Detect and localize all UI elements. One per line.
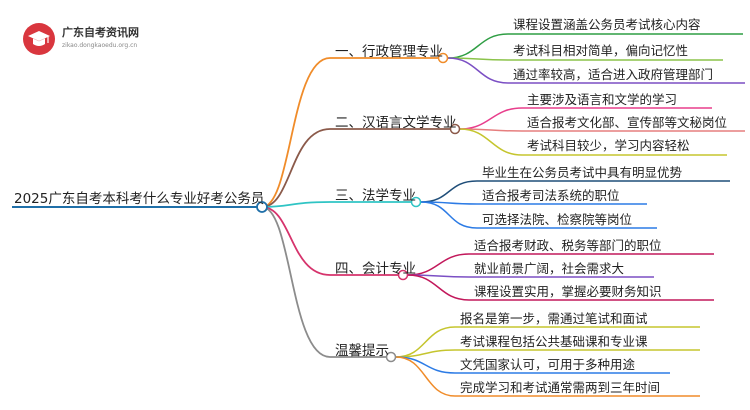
leaf-connector [395,326,456,358]
leaf-label: 适合报考文化部、宣传部等文秘岗位 [527,115,728,130]
leaf-connector [407,274,470,301]
branch-label: 三、法学专业 [335,188,416,204]
leaf-connector [459,128,523,156]
branch-connector [261,201,331,208]
leaf-label: 毕业生在公务员考试中具有明显优势 [482,165,683,180]
leaf-label: 课程设置实用，掌握必要财务知识 [474,284,662,299]
leaf-label: 完成学习和考试通常需两到三年时间 [460,380,661,395]
leaf-connector [407,253,470,276]
branch-label: 温馨提示 [335,343,389,359]
leaf-label: 通过率较高，适合进入政府管理部门 [513,67,714,82]
leaf-connector [420,201,478,229]
branch-connector [261,206,331,276]
leaf-label: 考试课程包括公共基础课和专业课 [460,334,648,349]
leaf-label: 主要涉及语言和文学的学习 [527,92,678,107]
leaf-connector [459,107,523,130]
logo-url: zikao.dongkaoedu.org.cn [62,42,138,49]
root-node [256,201,268,213]
leaf-connector [395,356,456,397]
branch-node [449,123,461,135]
leaf-connector [395,349,456,358]
leaf-connector [395,356,456,374]
branch-node [437,52,449,64]
branch-node [397,269,409,281]
site-logo: 广东自考资讯网 zikao.dongkaoedu.org.cn [22,20,172,60]
branch-label: 四、会计专业 [335,261,416,277]
leaf-label: 可选择法院、检察院等岗位 [482,212,633,227]
leaf-label: 课程设置涵盖公务员考试核心内容 [513,17,701,32]
logo-title: 广东自考资讯网 [62,26,139,39]
leaf-label: 文凭国家认可，可用于多种用途 [460,357,636,372]
leaf-connector [420,180,478,203]
graduation-cap-icon [23,23,55,55]
branch-label: 一、行政管理专业 [335,44,443,60]
leaf-label: 适合报考司法系统的职位 [482,188,620,203]
branch-connector [261,128,331,208]
leaf-label: 报名是第一步，需通过笔试和面试 [460,311,648,326]
leaf-connector [447,57,509,84]
branch-connector [261,57,331,208]
branch-node [385,351,397,363]
leaf-connector [447,33,509,59]
root-topic: 2025广东自考本科考什么专业好考公务员 [14,191,265,207]
branch-node [410,196,422,208]
branch-label: 二、汉语言文学专业 [335,115,457,131]
leaf-label: 就业前景广阔，社会需求大 [474,261,625,276]
branch-connector [261,206,331,358]
leaf-label: 考试科目较少，学习内容轻松 [527,138,690,153]
leaf-label: 适合报考财政、税务等部门的职位 [474,238,662,253]
leaf-label: 考试科目相对简单，偏向记忆性 [513,43,689,58]
